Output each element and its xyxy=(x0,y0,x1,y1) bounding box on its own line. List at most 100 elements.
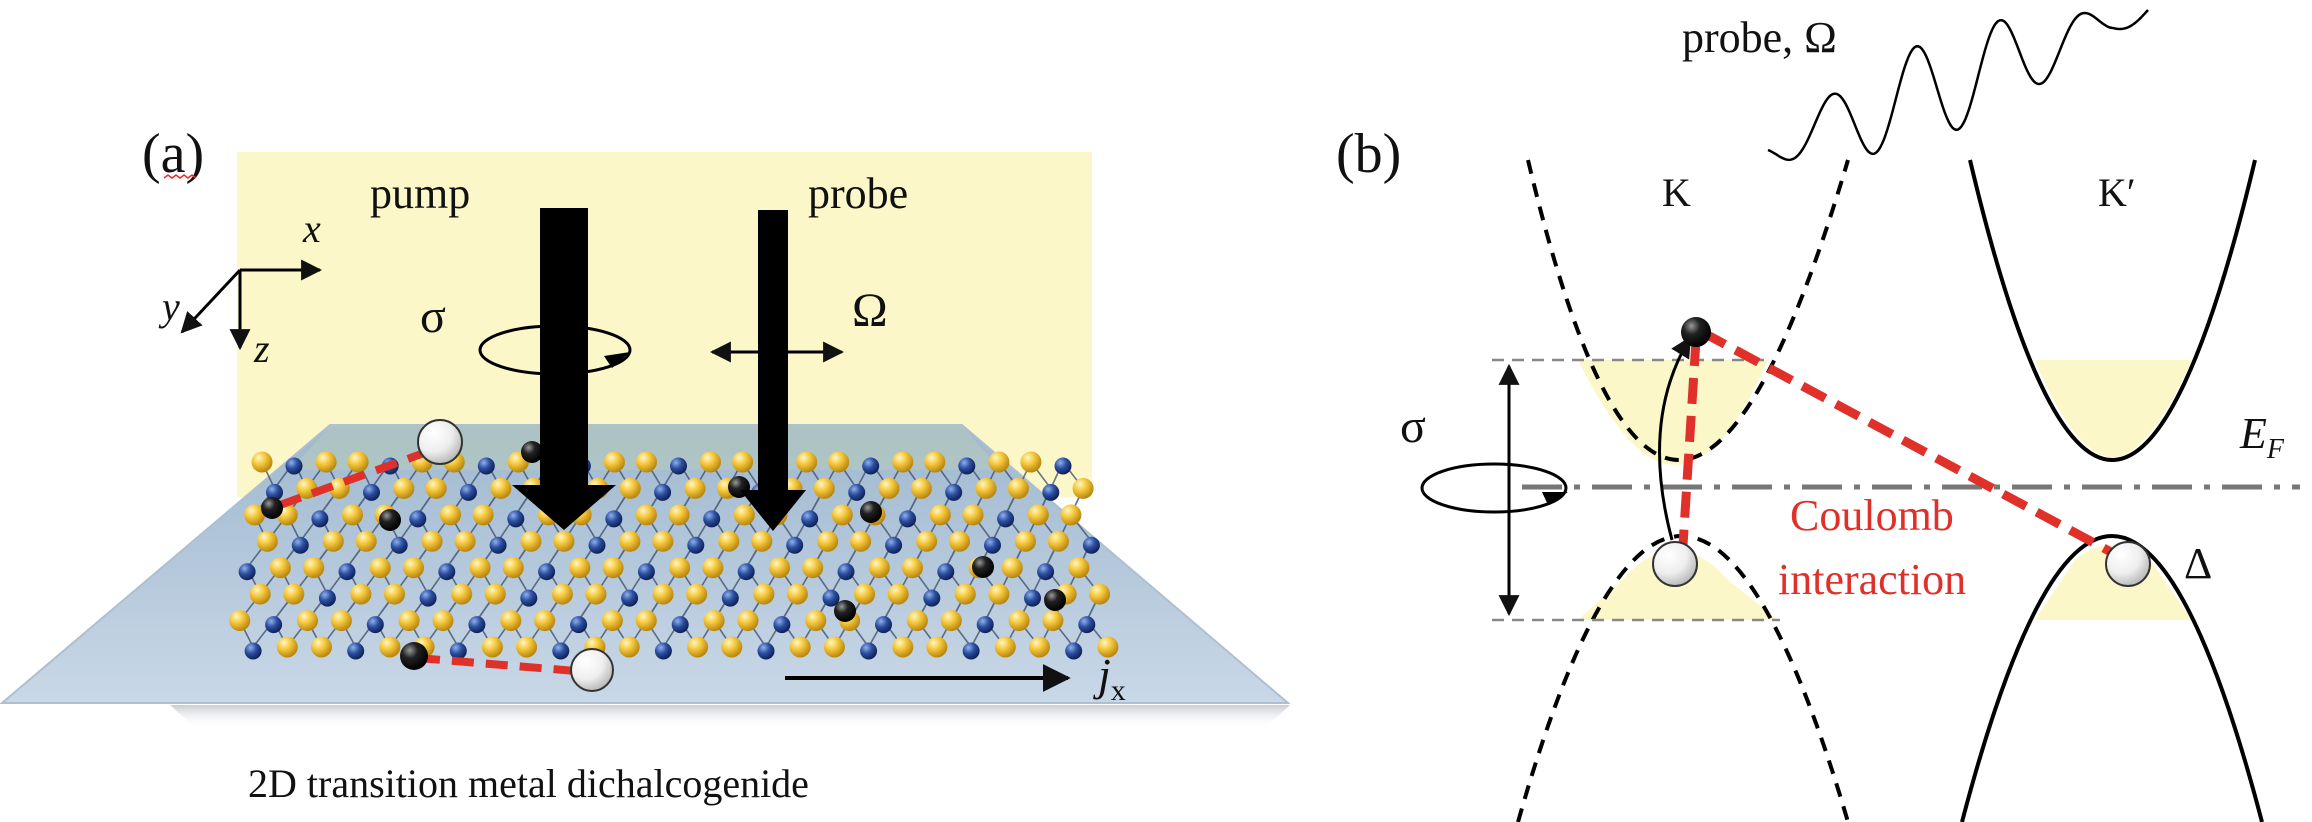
chalcogen-atom xyxy=(686,583,708,605)
metal-atom xyxy=(997,510,1015,528)
chalcogen-atom xyxy=(906,610,928,632)
chalcogen-atom xyxy=(702,557,724,579)
metal-atom xyxy=(801,510,819,528)
chalcogen-atom xyxy=(733,504,755,526)
chalcogen-atom xyxy=(1001,557,1023,579)
metal-atom xyxy=(588,536,606,554)
chalcogen-atom xyxy=(244,504,266,526)
chalcogen-atom xyxy=(534,610,556,632)
chalcogen-atom xyxy=(817,530,839,552)
chalcogen-atom xyxy=(802,557,824,579)
metal-atom xyxy=(703,510,721,528)
probe-omega-label: probe, Ω xyxy=(1682,13,1837,62)
chalcogen-atom xyxy=(1068,557,1090,579)
metal-atom xyxy=(958,457,976,475)
chalcogen-atom xyxy=(330,610,352,632)
metal-atom xyxy=(860,642,878,660)
chalcogen-atom xyxy=(892,451,914,473)
metal-atom xyxy=(737,563,755,581)
kprime-valence-filled xyxy=(2035,545,2192,620)
metal-atom xyxy=(786,536,804,554)
chalcogen-atom xyxy=(887,583,909,605)
metal-atom xyxy=(1054,457,1072,475)
chalcogen-atom xyxy=(975,477,997,499)
chalcogen-atom xyxy=(322,530,344,552)
k-conduction-band xyxy=(1526,159,1850,462)
metal-atom xyxy=(875,616,892,634)
panel-b-label: (b) xyxy=(1336,123,1401,185)
chalcogen-atom xyxy=(619,477,641,499)
chalcogen-atom xyxy=(342,504,363,526)
chalcogen-atom xyxy=(823,636,845,658)
coulomb-bond-intravalley xyxy=(1678,339,1701,546)
metal-atom xyxy=(757,642,775,660)
chalcogen-atom xyxy=(813,477,835,499)
chalcogen-atom xyxy=(988,451,1010,473)
circular-polarization-icon xyxy=(478,324,632,376)
metal-atom xyxy=(837,563,855,581)
fermi-level-label: EF xyxy=(2239,409,2285,465)
chalcogen-atom xyxy=(269,557,291,579)
chalcogen-atom xyxy=(892,636,914,658)
chalcogen-atom xyxy=(687,636,709,658)
chalcogen-atom xyxy=(703,610,725,632)
metal-atom xyxy=(489,536,507,554)
metal-atom xyxy=(438,563,456,581)
metal-atom xyxy=(885,536,903,554)
polarization-arrowhead xyxy=(604,352,630,368)
chalcogen-atom xyxy=(828,451,850,473)
metal-atom xyxy=(670,457,687,475)
chalcogen-atom xyxy=(569,557,591,579)
metal-atom xyxy=(654,483,672,501)
metal-atom xyxy=(1024,589,1041,607)
chalcogen-atom xyxy=(619,530,641,552)
axis-y-label: y xyxy=(158,284,180,329)
chalcogen-atom xyxy=(484,583,506,605)
chalcogen-atom xyxy=(490,477,512,499)
chalcogen-atom xyxy=(601,610,623,632)
metal-atom xyxy=(419,589,437,607)
chalcogen-atom xyxy=(994,636,1016,658)
probe-wave-icon xyxy=(1767,9,2149,162)
electron xyxy=(834,600,856,622)
chalcogen-atom xyxy=(553,530,575,552)
coulomb-label-line1: Coulomb xyxy=(1790,491,1954,540)
chalcogen-atom xyxy=(635,504,657,526)
chalcogen-atom xyxy=(652,530,674,552)
chalcogen-atom xyxy=(481,636,503,658)
chalcogen-atom xyxy=(602,557,624,579)
coulomb-label-line2: interaction xyxy=(1778,555,1966,604)
chalcogen-atom xyxy=(618,636,640,658)
metal-atom xyxy=(449,642,467,660)
metal-atom xyxy=(285,457,303,475)
metal-atom xyxy=(671,616,689,634)
chalcogen-atom xyxy=(668,504,690,526)
metal-atom xyxy=(366,616,384,634)
metal-atom xyxy=(899,510,917,528)
metal-atom xyxy=(1042,483,1060,501)
metal-atom xyxy=(1078,616,1096,634)
chalcogen-atom xyxy=(926,636,948,658)
chalcogen-atom xyxy=(737,610,759,632)
chalcogen-atom xyxy=(652,583,674,605)
electron xyxy=(860,501,882,523)
chalcogen-atom xyxy=(229,610,251,632)
chalcogen-atom xyxy=(868,557,890,579)
chalcogen-atom xyxy=(805,610,827,632)
metal-atom xyxy=(687,536,705,554)
chalcogen-atom xyxy=(721,636,743,658)
axis-x-label: x xyxy=(302,206,321,251)
axis-z-label: z xyxy=(253,326,270,371)
chalcogen-atom xyxy=(432,610,454,632)
chalcogen-atom xyxy=(878,477,900,499)
axis-y-arrow xyxy=(180,268,242,334)
metal-atom xyxy=(552,642,570,660)
metal-atom xyxy=(848,483,866,501)
electron xyxy=(972,556,994,578)
chalcogen-atom xyxy=(249,583,271,605)
chalcogen-atom xyxy=(636,451,657,473)
metal-atom xyxy=(962,642,980,660)
chalcogen-atom xyxy=(940,610,962,632)
chalcogen-atom xyxy=(585,583,607,605)
